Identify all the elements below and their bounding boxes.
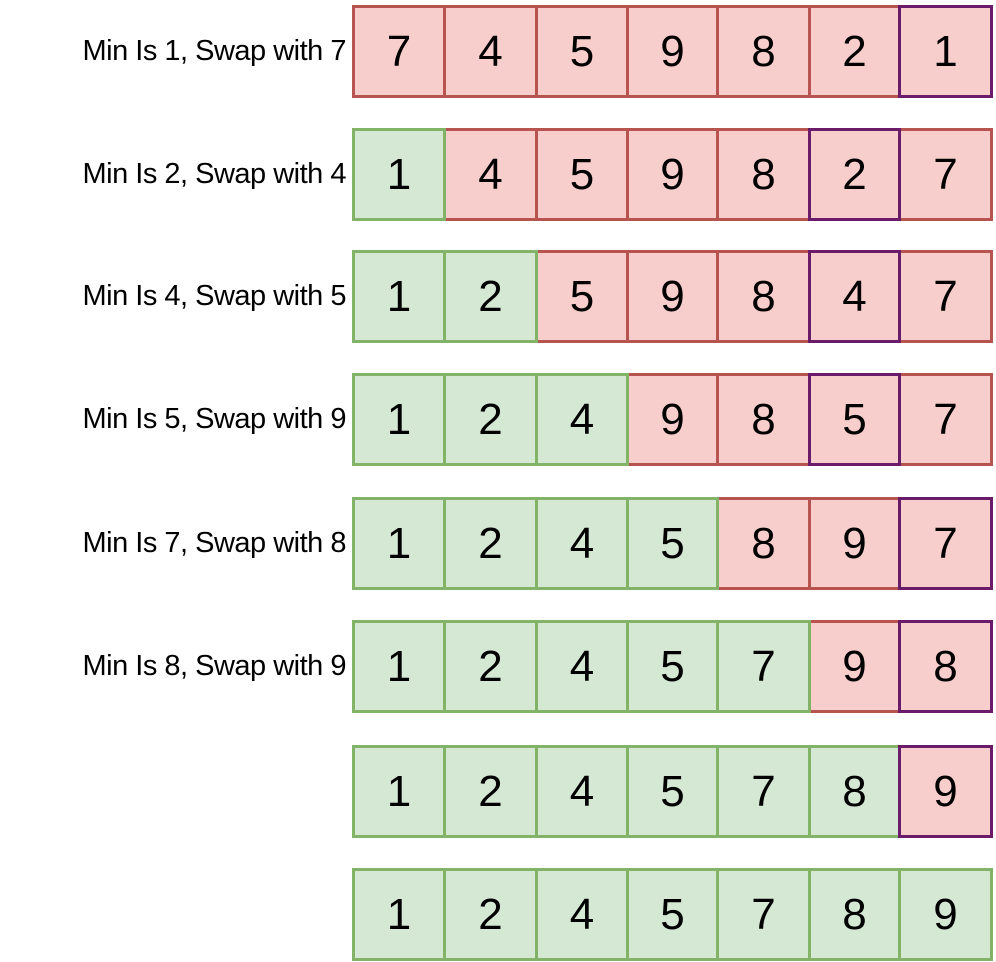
sorted-cell: 2 xyxy=(443,620,538,713)
unsorted-cell: 9 xyxy=(808,620,901,713)
sorted-cell: 2 xyxy=(443,745,538,838)
sorted-cell: 9 xyxy=(898,868,993,961)
sorted-cell: 7 xyxy=(716,620,811,713)
sorted-cell: 5 xyxy=(626,868,719,961)
step-label: Min Is 8, Swap with 9 xyxy=(82,650,347,682)
step-label: Min Is 2, Swap with 4 xyxy=(82,158,347,190)
sorted-cell: 5 xyxy=(626,745,719,838)
sorted-cell: 1 xyxy=(352,745,446,838)
sorted-cell: 8 xyxy=(808,745,901,838)
unsorted-cell: 7 xyxy=(898,373,993,466)
sorted-cell: 4 xyxy=(535,373,629,466)
step-label: Min Is 4, Swap with 5 xyxy=(82,280,347,312)
min-cell: 7 xyxy=(898,497,993,590)
sorted-cell: 7 xyxy=(716,868,811,961)
step-label: Min Is 5, Swap with 9 xyxy=(82,403,347,435)
sorted-cell: 4 xyxy=(535,497,629,590)
min-cell: 8 xyxy=(898,620,993,713)
sorted-cell: 7 xyxy=(716,745,811,838)
unsorted-cell: 5 xyxy=(535,5,629,98)
unsorted-cell: 7 xyxy=(898,128,993,221)
min-cell: 2 xyxy=(808,128,901,221)
unsorted-cell: 8 xyxy=(716,250,811,343)
sorted-cell: 5 xyxy=(626,620,719,713)
sorted-cell: 2 xyxy=(443,868,538,961)
sorted-cell: 2 xyxy=(443,250,538,343)
unsorted-cell: 7 xyxy=(352,5,446,98)
sorted-cell: 1 xyxy=(352,497,446,590)
sorted-cell: 8 xyxy=(808,868,901,961)
sorted-cell: 1 xyxy=(352,868,446,961)
sorted-cell: 1 xyxy=(352,620,446,713)
sorted-cell: 2 xyxy=(443,373,538,466)
min-cell: 5 xyxy=(808,373,901,466)
unsorted-cell: 4 xyxy=(443,128,538,221)
unsorted-cell: 9 xyxy=(626,250,719,343)
min-cell: 9 xyxy=(898,745,993,838)
sorted-cell: 5 xyxy=(626,497,719,590)
sorted-cell: 1 xyxy=(352,373,446,466)
unsorted-cell: 9 xyxy=(808,497,901,590)
unsorted-cell: 8 xyxy=(716,5,811,98)
unsorted-cell: 9 xyxy=(626,128,719,221)
unsorted-cell: 9 xyxy=(626,373,719,466)
sorted-cell: 1 xyxy=(352,250,446,343)
unsorted-cell: 4 xyxy=(443,5,538,98)
step-label: Min Is 7, Swap with 8 xyxy=(82,527,347,559)
sorted-cell: 4 xyxy=(535,745,629,838)
sorted-cell: 4 xyxy=(535,620,629,713)
step-label: Min Is 1, Swap with 7 xyxy=(82,35,347,67)
unsorted-cell: 8 xyxy=(716,497,811,590)
unsorted-cell: 2 xyxy=(808,5,901,98)
unsorted-cell: 8 xyxy=(716,373,811,466)
sorted-cell: 2 xyxy=(443,497,538,590)
unsorted-cell: 5 xyxy=(535,250,629,343)
min-cell: 4 xyxy=(808,250,901,343)
unsorted-cell: 7 xyxy=(898,250,993,343)
sorted-cell: 1 xyxy=(352,128,446,221)
unsorted-cell: 9 xyxy=(626,5,719,98)
unsorted-cell: 8 xyxy=(716,128,811,221)
unsorted-cell: 5 xyxy=(535,128,629,221)
sorted-cell: 4 xyxy=(535,868,629,961)
min-cell: 1 xyxy=(898,5,993,98)
